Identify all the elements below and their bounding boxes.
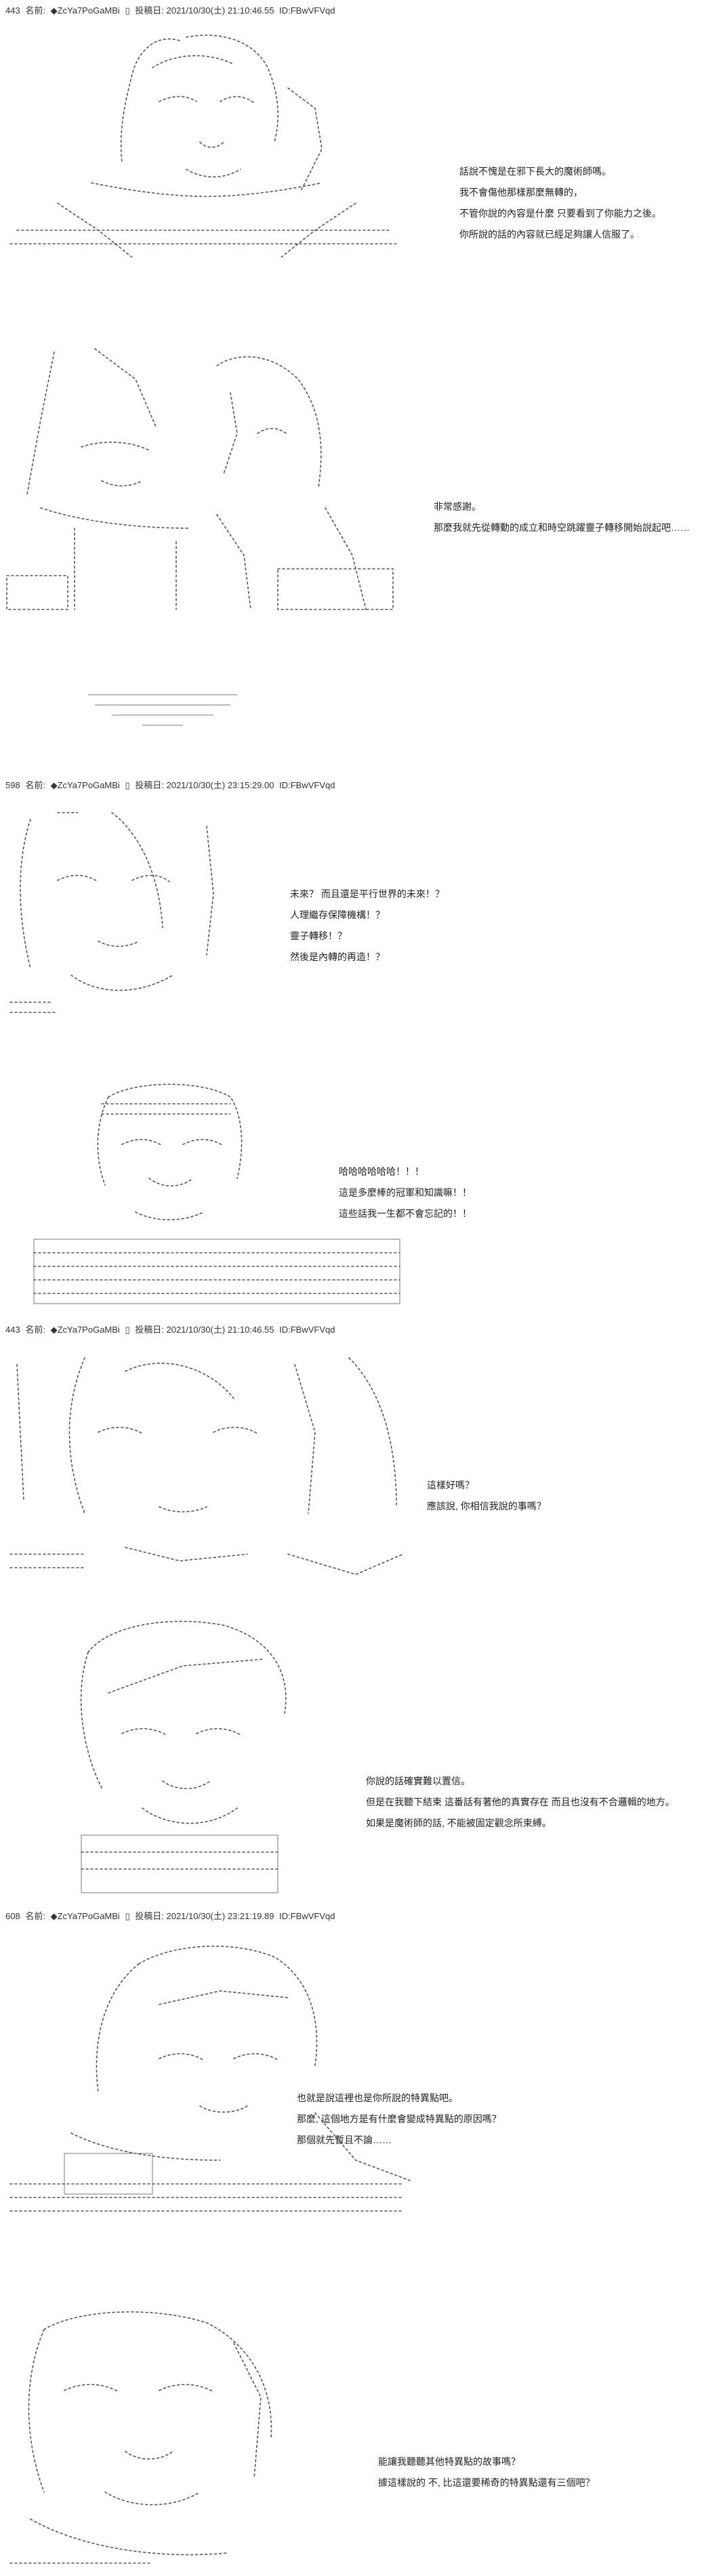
post-header: 598 名前: ◆ZcYa7PoGaMBi ▯ 投稿日: 2021/10/30(… — [5, 780, 337, 791]
ascii-art-character — [47, 1612, 305, 1896]
poster-id[interactable]: ID:FBwVFVqd — [279, 5, 335, 16]
poster-trip: ◆ZcYa7PoGaMBi — [50, 5, 120, 16]
dialogue-line: 哈哈哈哈哈哈！！！ — [339, 1166, 424, 1177]
post-number[interactable]: 608 — [5, 1911, 20, 1921]
dialogue-line: 應該說, 你相信我說的事嗎？ — [427, 1501, 546, 1511]
dialogue-line: 話說不愧是在邪下長大的魔術師嗎。 — [459, 166, 611, 177]
dialogue-line: 未來？ 而且還是平行世界的未來！？ — [290, 888, 445, 899]
dialogue-line: 靈子轉移！？ — [290, 930, 347, 941]
dialogue-line: 但是在我聽下結束 這番話有著他的真實存在 而且也沒有不合邏輯的地方。 — [366, 1797, 675, 1807]
poster-id[interactable]: ID:FBwVFVqd — [279, 1911, 335, 1921]
date-label: 投稿日: — [135, 780, 164, 790]
post-number[interactable]: 598 — [5, 780, 20, 790]
dialogue-line: 然後是內轉的再造！？ — [290, 951, 385, 962]
ascii-art-character — [27, 1077, 407, 1307]
dialogue-box: 話說不愧是在邪下長大的魔術師嗎。 我不會傷他那樣那麼無轉的， 不管你說的內容是什… — [459, 161, 661, 245]
ascii-art-character — [3, 27, 403, 257]
separator-glyph: ▯ — [125, 1911, 130, 1921]
dialogue-box: 非常感謝。 那麼我就先從轉動的成立和時空跳躍靈子轉移開始說起吧…… — [434, 496, 690, 538]
dialogue-line: 不管你說的內容是什麼 只要看到了你能力之後。 — [459, 208, 661, 219]
dialogue-line: 那麼, 這個地方是有什麼會變成特異點的原因嗎？ — [297, 2113, 501, 2124]
poster-trip: ◆ZcYa7PoGaMBi — [50, 1325, 120, 1335]
post-number[interactable]: 443 — [5, 5, 20, 16]
date-label: 投稿日: — [135, 1911, 164, 1921]
post-header: 443 名前: ◆ZcYa7PoGaMBi ▯ 投稿日: 2021/10/30(… — [5, 5, 337, 16]
dialogue-line: 這些話我一生都不會忘記的！！ — [339, 1208, 472, 1219]
ascii-art-character — [3, 1937, 417, 2221]
separator-glyph: ▯ — [125, 780, 130, 790]
dialogue-line: 這是多麼棒的冠軍和知識嘛！！ — [339, 1187, 472, 1198]
date-label: 投稿日: — [135, 5, 164, 16]
poster-id[interactable]: ID:FBwVFVqd — [279, 780, 335, 790]
dialogue-line: 你所說的話的內容就已經足夠讓人信服了。 — [459, 229, 640, 240]
poster-trip: ◆ZcYa7PoGaMBi — [50, 780, 120, 790]
dialogue-line: 非常感謝。 — [434, 501, 481, 512]
post-date: 2021/10/30(土) 21:10:46.55 — [166, 5, 274, 16]
post-header: 608 名前: ◆ZcYa7PoGaMBi ▯ 投稿日: 2021/10/30(… — [5, 1911, 337, 1922]
dialogue-line: 這樣好嗎？ — [427, 1480, 474, 1490]
dialogue-line: 能讓我聽聽其他特異點的故事嗎？ — [378, 2456, 520, 2467]
date-label: 投稿日: — [135, 1325, 164, 1335]
dialogue-line: 如果是魔術師的話, 不能被固定觀念所束縛。 — [366, 1818, 552, 1828]
ascii-art-character — [3, 806, 227, 1023]
dialogue-box: 這樣好嗎？ 應該說, 你相信我說的事嗎？ — [427, 1475, 546, 1517]
separator-glyph: ▯ — [125, 5, 130, 16]
poster-trip: ◆ZcYa7PoGaMBi — [50, 1911, 120, 1921]
dialogue-box: 未來？ 而且還是平行世界的未來！？ 人理繼存保障機構！？ 靈子轉移！？ 然後是內… — [290, 884, 445, 968]
section-divider — [75, 694, 251, 742]
dialogue-line: 那麼我就先從轉動的成立和時空跳躍靈子轉移開始說起吧…… — [434, 522, 690, 533]
dialogue-box: 能讓我聽聽其他特異點的故事嗎？ 據這樣說的 不, 比這還要稀奇的特異點還有三個吧… — [378, 2451, 595, 2493]
separator-glyph: ▯ — [125, 1325, 130, 1335]
ascii-art-character — [3, 2302, 288, 2573]
dialogue-box: 你說的話確實難以置信。 但是在我聽下結束 這番話有著他的真實存在 而且也沒有不合… — [366, 1771, 675, 1834]
name-label: 名前: — [25, 5, 45, 16]
post-date: 2021/10/30(土) 23:21:19.89 — [166, 1911, 274, 1921]
ascii-art-character — [3, 1351, 410, 1595]
dialogue-line: 我不會傷他那樣那麼無轉的， — [459, 187, 583, 198]
name-label: 名前: — [25, 1911, 45, 1921]
dialogue-box: 也就是說這裡也是你所說的特異點吧。 那麼, 這個地方是有什麼會變成特異點的原因嗎… — [297, 2088, 501, 2151]
dialogue-line: 據這樣說的 不, 比這還要稀奇的特異點還有三個吧？ — [378, 2477, 595, 2488]
post-date: 2021/10/30(土) 21:10:46.55 — [166, 1325, 274, 1335]
ascii-art-character — [0, 339, 407, 616]
post-date: 2021/10/30(土) 23:15:29.00 — [166, 780, 274, 790]
poster-id[interactable]: ID:FBwVFVqd — [279, 1325, 335, 1335]
post-header: 443 名前: ◆ZcYa7PoGaMBi ▯ 投稿日: 2021/10/30(… — [5, 1325, 337, 1335]
name-label: 名前: — [25, 1325, 45, 1335]
dialogue-box: 哈哈哈哈哈哈！！！ 這是多麼棒的冠軍和知識嘛！！ 這些話我一生都不會忘記的！！ — [339, 1161, 472, 1224]
name-label: 名前: — [25, 780, 45, 790]
dialogue-line: 也就是說這裡也是你所說的特異點吧。 — [297, 2092, 458, 2103]
dialogue-line: 那個就先暫且不論…… — [297, 2134, 392, 2145]
post-number[interactable]: 443 — [5, 1325, 20, 1335]
dialogue-line: 人理繼存保障機構！？ — [290, 909, 385, 920]
dialogue-line: 你說的話確實難以置信。 — [366, 1776, 470, 1786]
